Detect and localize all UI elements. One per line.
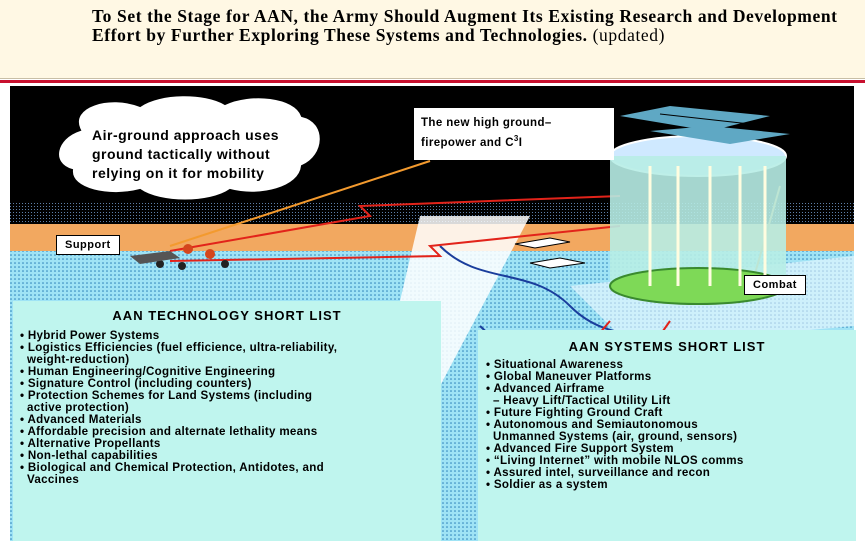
- support-vehicles: [130, 244, 229, 270]
- technology-list-heading: AAN TECHNOLOGY SHORT LIST: [112, 308, 342, 323]
- high-ground-callout: [414, 108, 614, 160]
- high-ground-line2: firepower and C: [421, 136, 514, 149]
- high-ground-line1: The new high ground–: [421, 117, 552, 129]
- list-item: – Heavy Lift/Tactical Utility Lift: [486, 394, 671, 407]
- red-link-1: [169, 195, 621, 252]
- combat-cylinder: [609, 135, 787, 305]
- red-link-2: [169, 225, 621, 262]
- list-item: • Assured intel, surveillance and recon: [486, 466, 711, 479]
- page-title: To Set the Stage for AAN, the Army Shoul…: [92, 7, 852, 45]
- list-item: • Signature Control (including counters): [20, 377, 252, 390]
- list-item: • Autonomous and Semiautonomous: [486, 418, 698, 431]
- list-item: • Human Engineering/Cognitive Engineerin…: [20, 365, 276, 378]
- list-item: Vaccines: [20, 473, 80, 486]
- list-item: • Situational Awareness: [486, 358, 624, 371]
- systems-list-heading: AAN SYSTEMS SHORT LIST: [568, 339, 766, 354]
- list-item: • Advanced Materials: [20, 413, 142, 426]
- list-item: • Non-lethal capabilities: [20, 449, 158, 462]
- list-item: • Hybrid Power Systems: [20, 329, 160, 342]
- systems-short-list: AAN SYSTEMS SHORT LIST • Situational Awa…: [478, 330, 856, 541]
- aircraft-formation: [620, 106, 790, 144]
- list-item: • Soldier as a system: [486, 478, 608, 491]
- list-item: weight-reduction): [20, 353, 130, 366]
- header-banner: To Set the Stage for AAN, the Army Shoul…: [0, 0, 865, 79]
- list-item: • Protection Schemes for Land Systems (i…: [20, 389, 313, 402]
- list-item: • Affordable precision and alternate let…: [20, 425, 318, 438]
- orange-link-2: [169, 160, 431, 247]
- aircraft-middle: [514, 237, 586, 269]
- cloud-caption: Air-ground approach uses ground tactical…: [92, 127, 280, 181]
- list-item: active protection): [20, 401, 130, 414]
- high-ground-superscript: 3: [513, 134, 519, 143]
- list-item: • Future Fighting Ground Craft: [486, 406, 663, 419]
- list-item: • Global Maneuver Platforms: [486, 370, 652, 383]
- list-item: • “Living Internet” with mobile NLOS com…: [486, 454, 744, 467]
- combat-label: Combat: [744, 275, 806, 295]
- list-item: • Biological and Chemical Protection, An…: [20, 461, 324, 474]
- high-ground-line2-end: I: [518, 136, 523, 149]
- header-divider: [0, 80, 865, 83]
- title-suffix: (updated): [592, 25, 666, 45]
- technology-short-list: AAN TECHNOLOGY SHORT LIST • Hybrid Power…: [13, 301, 441, 541]
- thought-cloud: [57, 94, 322, 202]
- title-text: To Set the Stage for AAN, the Army Shoul…: [92, 6, 838, 45]
- list-item: • Alternative Propellants: [20, 437, 161, 450]
- high-ground-caption: The new high ground– firepower and C3I: [421, 116, 606, 151]
- list-item: • Advanced Fire Support System: [486, 442, 674, 455]
- list-item: • Logistics Efficiencies (fuel efficienc…: [20, 341, 338, 354]
- technology-list-items: • Hybrid Power Systems • Logistics Effic…: [13, 330, 441, 486]
- systems-list-items: • Situational Awareness • Global Maneuve…: [478, 359, 856, 491]
- list-item: Unmanned Systems (air, ground, sensors): [486, 430, 738, 443]
- support-label: Support: [56, 235, 120, 255]
- list-item: • Advanced Airframe: [486, 382, 605, 395]
